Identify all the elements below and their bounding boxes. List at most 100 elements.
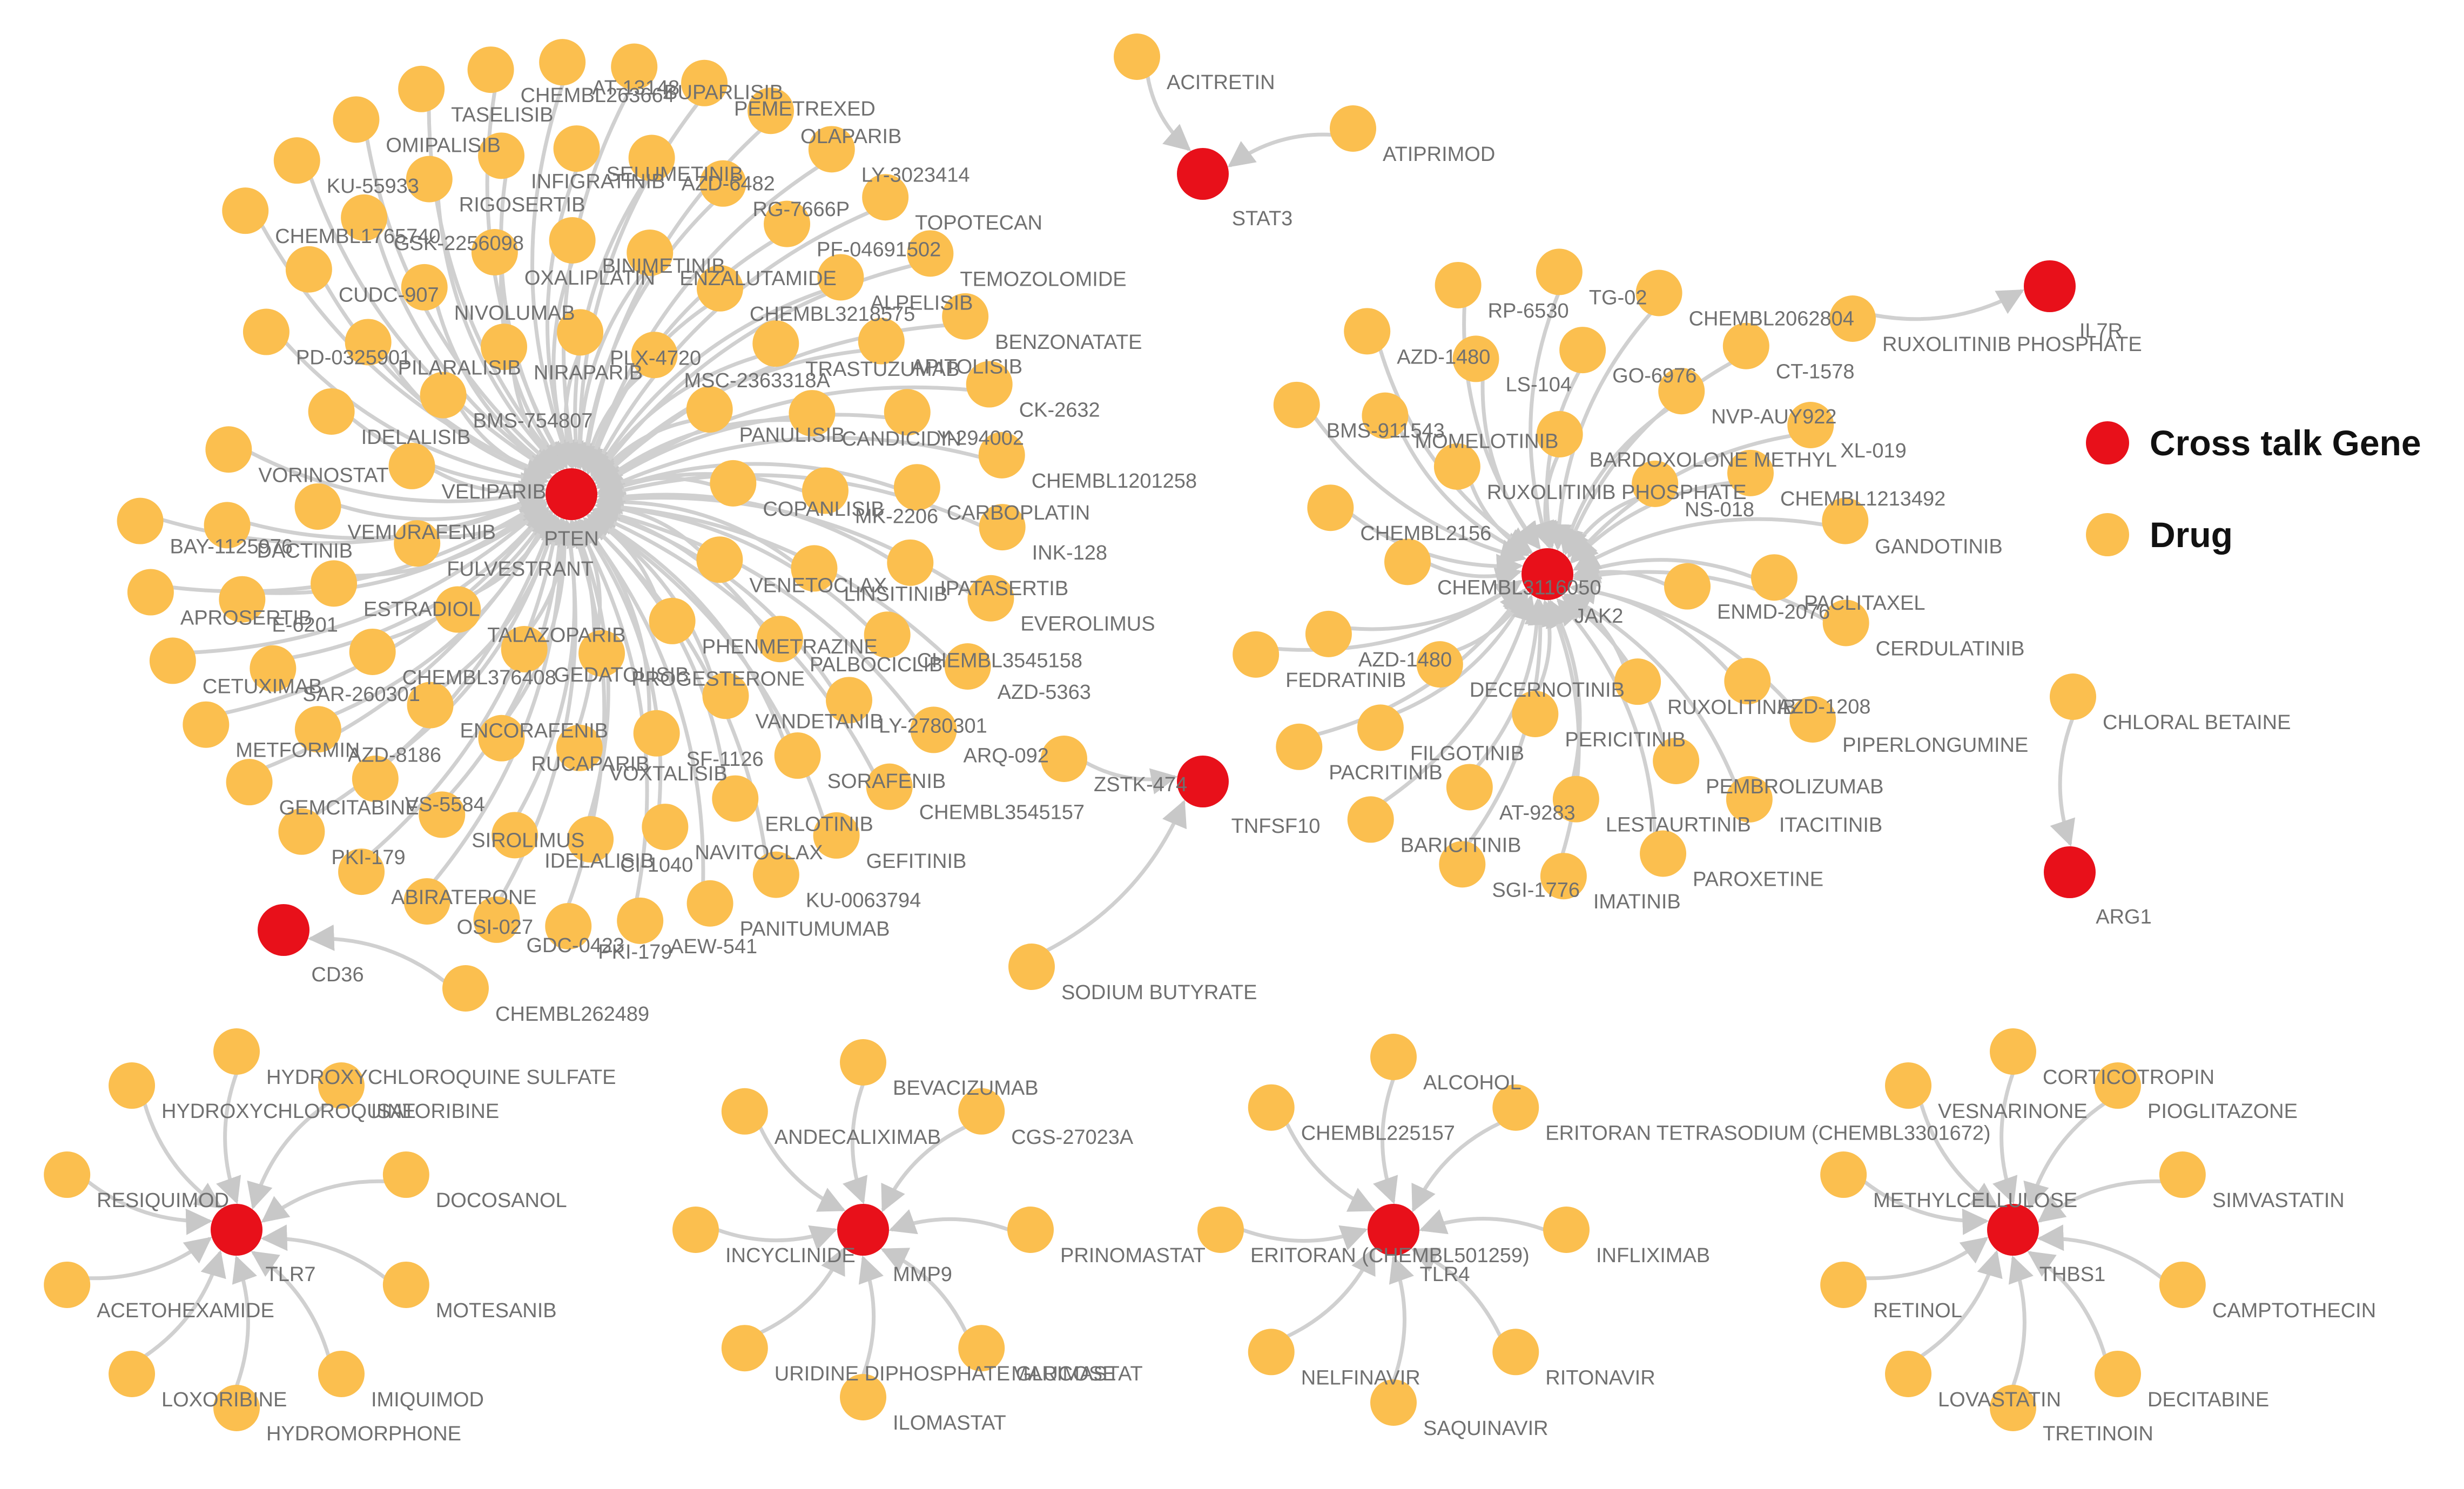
gene-node-stat3[interactable] bbox=[1177, 148, 1229, 200]
drug-node-motesanib[interactable] bbox=[382, 1261, 429, 1308]
drug-node-paroxetine[interactable] bbox=[1640, 830, 1687, 877]
drug-node-marimastat[interactable] bbox=[958, 1325, 1005, 1372]
drug-node-incyclinide[interactable] bbox=[672, 1207, 719, 1253]
drug-node-ns-018[interactable] bbox=[1632, 460, 1679, 507]
drug-node-apitolisib[interactable] bbox=[858, 318, 905, 365]
drug-node-pki-179[interactable] bbox=[545, 902, 592, 949]
drug-node-chembl2062804[interactable] bbox=[1635, 269, 1682, 316]
drug-node-chembl3116050[interactable] bbox=[1384, 538, 1431, 585]
drug-node-isatoribine[interactable] bbox=[318, 1062, 365, 1109]
drug-node-ruxolitinib-phosphate[interactable] bbox=[1829, 295, 1876, 342]
drug-node-taselisib[interactable] bbox=[398, 65, 445, 112]
drug-node-pembrolizumab[interactable] bbox=[1653, 737, 1700, 784]
drug-node-voxtalisib[interactable] bbox=[556, 724, 603, 771]
drug-node-chembl3545157[interactable] bbox=[866, 763, 913, 810]
drug-node-infliximab[interactable] bbox=[1543, 1207, 1590, 1253]
drug-node-panitumumab[interactable] bbox=[686, 880, 733, 927]
drug-node-ck-2632[interactable] bbox=[966, 361, 1013, 408]
drug-node-hydroxychloroquine[interactable] bbox=[109, 1062, 156, 1109]
drug-node-ly-3023414[interactable] bbox=[808, 126, 855, 173]
drug-node-loxoribine[interactable] bbox=[109, 1350, 156, 1397]
drug-node-fedratinib[interactable] bbox=[1233, 631, 1280, 678]
drug-node-idelalisib[interactable] bbox=[308, 388, 355, 435]
drug-node-corticotropin[interactable] bbox=[1990, 1028, 2036, 1075]
drug-node-chembl262489[interactable] bbox=[442, 965, 489, 1012]
drug-node-methylcellulose[interactable] bbox=[1820, 1151, 1867, 1198]
drug-node-gsk-2256098[interactable] bbox=[341, 194, 388, 241]
drug-node-oxaliplatin[interactable] bbox=[471, 229, 518, 276]
drug-node-dactinib[interactable] bbox=[204, 502, 251, 549]
drug-node-niraparib[interactable] bbox=[481, 324, 528, 370]
drug-node-azd-1480[interactable] bbox=[1305, 610, 1352, 657]
drug-node-vorinostat[interactable] bbox=[205, 426, 252, 473]
gene-node-jak2[interactable] bbox=[1522, 548, 1573, 600]
drug-node-lestaurtinib[interactable] bbox=[1552, 776, 1599, 823]
drug-node-erlotinib[interactable] bbox=[712, 775, 759, 822]
drug-node-venetoclax[interactable] bbox=[696, 536, 743, 583]
drug-node-temozolomide[interactable] bbox=[907, 230, 954, 277]
drug-node-resiquimod[interactable] bbox=[44, 1151, 91, 1198]
drug-node-chembl376408[interactable] bbox=[349, 628, 396, 675]
drug-node-decernotinib[interactable] bbox=[1416, 641, 1463, 688]
gene-node-pten[interactable] bbox=[546, 468, 597, 520]
drug-node-infigratinib[interactable] bbox=[478, 132, 525, 179]
drug-node-ilomastat[interactable] bbox=[840, 1374, 886, 1420]
drug-node-gefitinib[interactable] bbox=[813, 812, 860, 859]
drug-node-estradiol[interactable] bbox=[311, 560, 358, 607]
drug-node-hydromorphone[interactable] bbox=[213, 1385, 260, 1431]
drug-node-retinol[interactable] bbox=[1820, 1261, 1867, 1308]
drug-node-atiprimod[interactable] bbox=[1330, 105, 1376, 152]
drug-node-bms-911543[interactable] bbox=[1273, 381, 1320, 428]
drug-node-alcohol[interactable] bbox=[1370, 1034, 1417, 1080]
drug-node-talazoparib[interactable] bbox=[434, 586, 481, 633]
drug-node-sirolimus[interactable] bbox=[419, 791, 466, 838]
drug-node-ci-1040[interactable] bbox=[567, 816, 614, 863]
drug-node-sorafenib[interactable] bbox=[774, 732, 821, 779]
drug-node-sf-1126[interactable] bbox=[633, 710, 680, 757]
drug-node-gdc-0423[interactable] bbox=[473, 896, 520, 943]
drug-node-lovastatin[interactable] bbox=[1885, 1350, 1932, 1397]
gene-node-thbs1[interactable] bbox=[1987, 1204, 2039, 1256]
drug-node-docosanol[interactable] bbox=[382, 1151, 429, 1198]
drug-node-pericitinib[interactable] bbox=[1512, 691, 1559, 738]
drug-node-carboplatin[interactable] bbox=[893, 464, 940, 511]
drug-node-osi-027[interactable] bbox=[403, 878, 450, 925]
drug-node-hydroxychloroquine-sulfate[interactable] bbox=[213, 1028, 260, 1075]
drug-node-plx-4720[interactable] bbox=[557, 309, 604, 356]
gene-node-cd36[interactable] bbox=[258, 904, 309, 956]
drug-node-gemcitabine[interactable] bbox=[226, 759, 273, 806]
drug-node-linsitinib[interactable] bbox=[791, 545, 838, 592]
drug-node-palbociclib[interactable] bbox=[756, 616, 803, 663]
drug-node-saquinavir[interactable] bbox=[1370, 1379, 1417, 1426]
drug-node-enzalutamide[interactable] bbox=[627, 230, 674, 277]
gene-node-tlr7[interactable] bbox=[211, 1204, 262, 1256]
drug-node-andecaliximab[interactable] bbox=[721, 1088, 768, 1135]
drug-node-imiquimod[interactable] bbox=[318, 1350, 365, 1397]
gene-node-tlr4[interactable] bbox=[1368, 1204, 1419, 1256]
drug-node-enmd-2076[interactable] bbox=[1664, 563, 1711, 610]
gene-node-tnfsf10[interactable] bbox=[1177, 756, 1229, 807]
drug-node-mk-2206[interactable] bbox=[802, 467, 849, 514]
drug-node-go-6976[interactable] bbox=[1559, 327, 1606, 374]
drug-node-navitoclax[interactable] bbox=[642, 804, 689, 851]
drug-node-vs-5584[interactable] bbox=[352, 755, 399, 802]
drug-node-ruxolitinib[interactable] bbox=[1614, 658, 1661, 705]
drug-node-encorafenib[interactable] bbox=[407, 682, 454, 729]
drug-node-paclitaxel[interactable] bbox=[1751, 554, 1797, 601]
drug-node-ruxolitinib-phosphate[interactable] bbox=[1433, 443, 1480, 490]
drug-node-azd-8186[interactable] bbox=[294, 706, 341, 753]
drug-node-nelfinavir[interactable] bbox=[1248, 1329, 1295, 1376]
drug-node-e-6201[interactable] bbox=[219, 576, 266, 623]
drug-node-tg-02[interactable] bbox=[1536, 248, 1583, 295]
drug-node-binimetinib[interactable] bbox=[549, 217, 596, 264]
drug-node-acetohexamide[interactable] bbox=[44, 1261, 91, 1308]
drug-node-abiraterone[interactable] bbox=[338, 848, 385, 895]
drug-node-at-9283[interactable] bbox=[1446, 764, 1493, 811]
drug-node-nivolumab[interactable] bbox=[401, 264, 448, 311]
drug-node-eritoran-chembl501259[interactable] bbox=[1197, 1207, 1244, 1253]
drug-node-veliparib[interactable] bbox=[388, 442, 435, 489]
drug-node-rp-6530[interactable] bbox=[1435, 261, 1482, 308]
drug-node-ct-1578[interactable] bbox=[1722, 322, 1769, 369]
drug-node-vandetanib[interactable] bbox=[702, 672, 749, 719]
drug-node-gedatolisib[interactable] bbox=[501, 626, 548, 673]
